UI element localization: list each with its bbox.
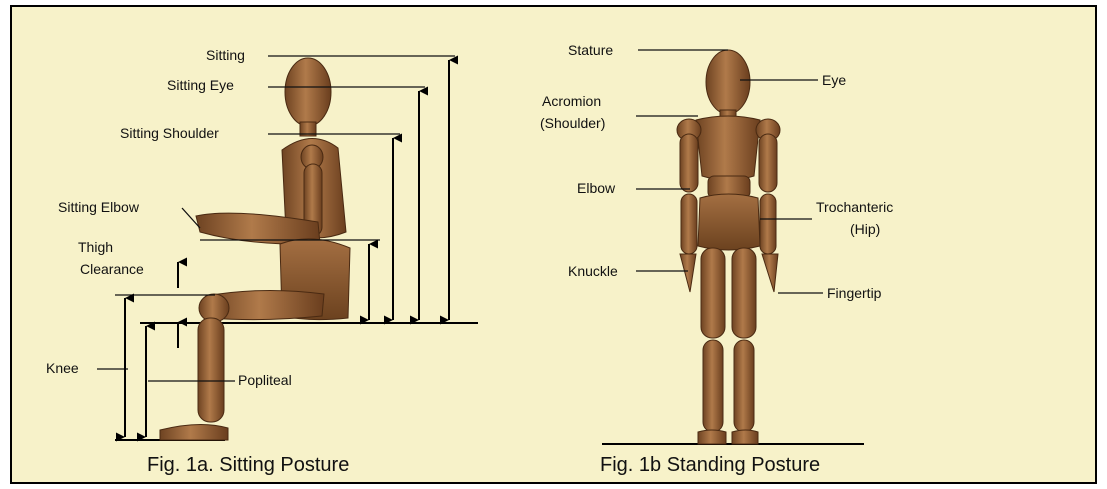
label-shoulder: (Shoulder) bbox=[540, 115, 605, 131]
label-eye: Eye bbox=[822, 72, 846, 88]
label-popliteal: Popliteal bbox=[238, 372, 292, 388]
label-thigh: Thigh bbox=[78, 239, 113, 255]
label-sitting-shoulder: Sitting Shoulder bbox=[120, 125, 219, 141]
caption-sitting: Fig. 1a. Sitting Posture bbox=[147, 454, 349, 476]
label-stature: Stature bbox=[568, 42, 613, 58]
label-knee: Knee bbox=[46, 360, 79, 376]
sitting-figure: Sitting Sitting Eye Sitting Shoulder Sit… bbox=[46, 47, 478, 476]
label-sitting-elbow: Sitting Elbow bbox=[58, 199, 140, 215]
standing-mannequin bbox=[677, 50, 780, 444]
standing-figure: Stature Eye Acromion (Shoulder) Elbow Tr… bbox=[540, 42, 893, 476]
label-fingertip: Fingertip bbox=[827, 285, 882, 301]
label-clearance: Clearance bbox=[80, 261, 144, 277]
label-elbow: Elbow bbox=[577, 180, 616, 196]
label-hip: (Hip) bbox=[850, 221, 880, 237]
label-sitting-eye: Sitting Eye bbox=[167, 77, 234, 93]
caption-standing: Fig. 1b Standing Posture bbox=[600, 454, 820, 476]
label-knuckle: Knuckle bbox=[568, 263, 618, 279]
label-acromion: Acromion bbox=[542, 93, 601, 109]
label-trochanteric: Trochanteric bbox=[816, 199, 893, 215]
label-sitting: Sitting bbox=[206, 47, 245, 63]
